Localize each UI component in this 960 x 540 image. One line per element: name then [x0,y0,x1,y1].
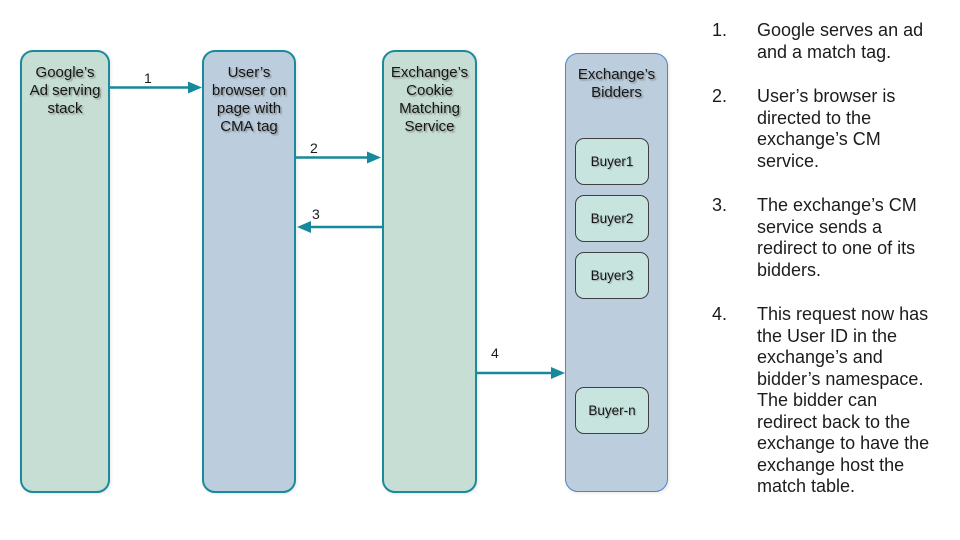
buyer1-label: Buyer1 [590,154,634,169]
step-2-number: 2. [712,86,728,106]
node-user-browser-label: User’s browser on page with CMA tag [211,64,287,135]
step-4-number: 4. [712,304,728,324]
node-exchange-bidders: Exchange’s Bidders Buyer1 Buyer2 Buyer3 … [565,53,668,492]
arrow-2-label: 2 [310,140,318,156]
buyer2-label: Buyer2 [590,211,634,226]
node-google-ad-serving-stack-label: Google’s Ad serving stack [29,64,101,117]
node-exchange-cm-service-label: Exchange’s Cookie Matching Service [390,64,469,135]
step-3: 3. The exchange’s CM service sends a red… [712,195,954,281]
step-3-number: 3. [712,195,728,215]
node-user-browser: User’s browser on page with CMA tag [202,50,296,493]
arrow-1-label: 1 [144,70,152,86]
arrow-3-label: 3 [312,206,320,222]
flow-arrow-3 [297,221,382,233]
buyer3-box: Buyer3 [575,252,649,299]
node-exchange-cm-service: Exchange’s Cookie Matching Service [382,50,477,493]
step-2: 2. User’s browser is directed to the exc… [712,86,954,172]
step-1-text: Google serves an ad and a match tag. [757,20,924,62]
buyer1-box: Buyer1 [575,138,649,185]
node-google-ad-serving-stack: Google’s Ad serving stack [20,50,110,493]
buyer2-box: Buyer2 [575,195,649,242]
step-4-text: This request now has the User ID in the … [757,304,930,496]
node-exchange-bidders-label: Exchange’s Bidders [577,66,656,101]
steps-list: 1. Google serves an ad and a match tag. … [712,20,954,521]
flow-arrow-2 [296,151,381,164]
step-3-text: The exchange’s CM service sends a redire… [757,195,917,280]
step-1-number: 1. [712,20,728,40]
flow-arrow-4 [477,367,565,379]
arrow-4-label: 4 [491,345,499,361]
buyer3-label: Buyer3 [590,268,634,283]
step-4: 4. This request now has the User ID in t… [712,304,954,498]
step-1: 1. Google serves an ad and a match tag. [712,20,954,63]
buyer-n-label: Buyer-n [588,403,636,418]
buyer-n-box: Buyer-n [575,387,649,434]
step-2-text: User’s browser is directed to the exchan… [757,86,896,171]
flow-arrow-1 [110,81,202,94]
